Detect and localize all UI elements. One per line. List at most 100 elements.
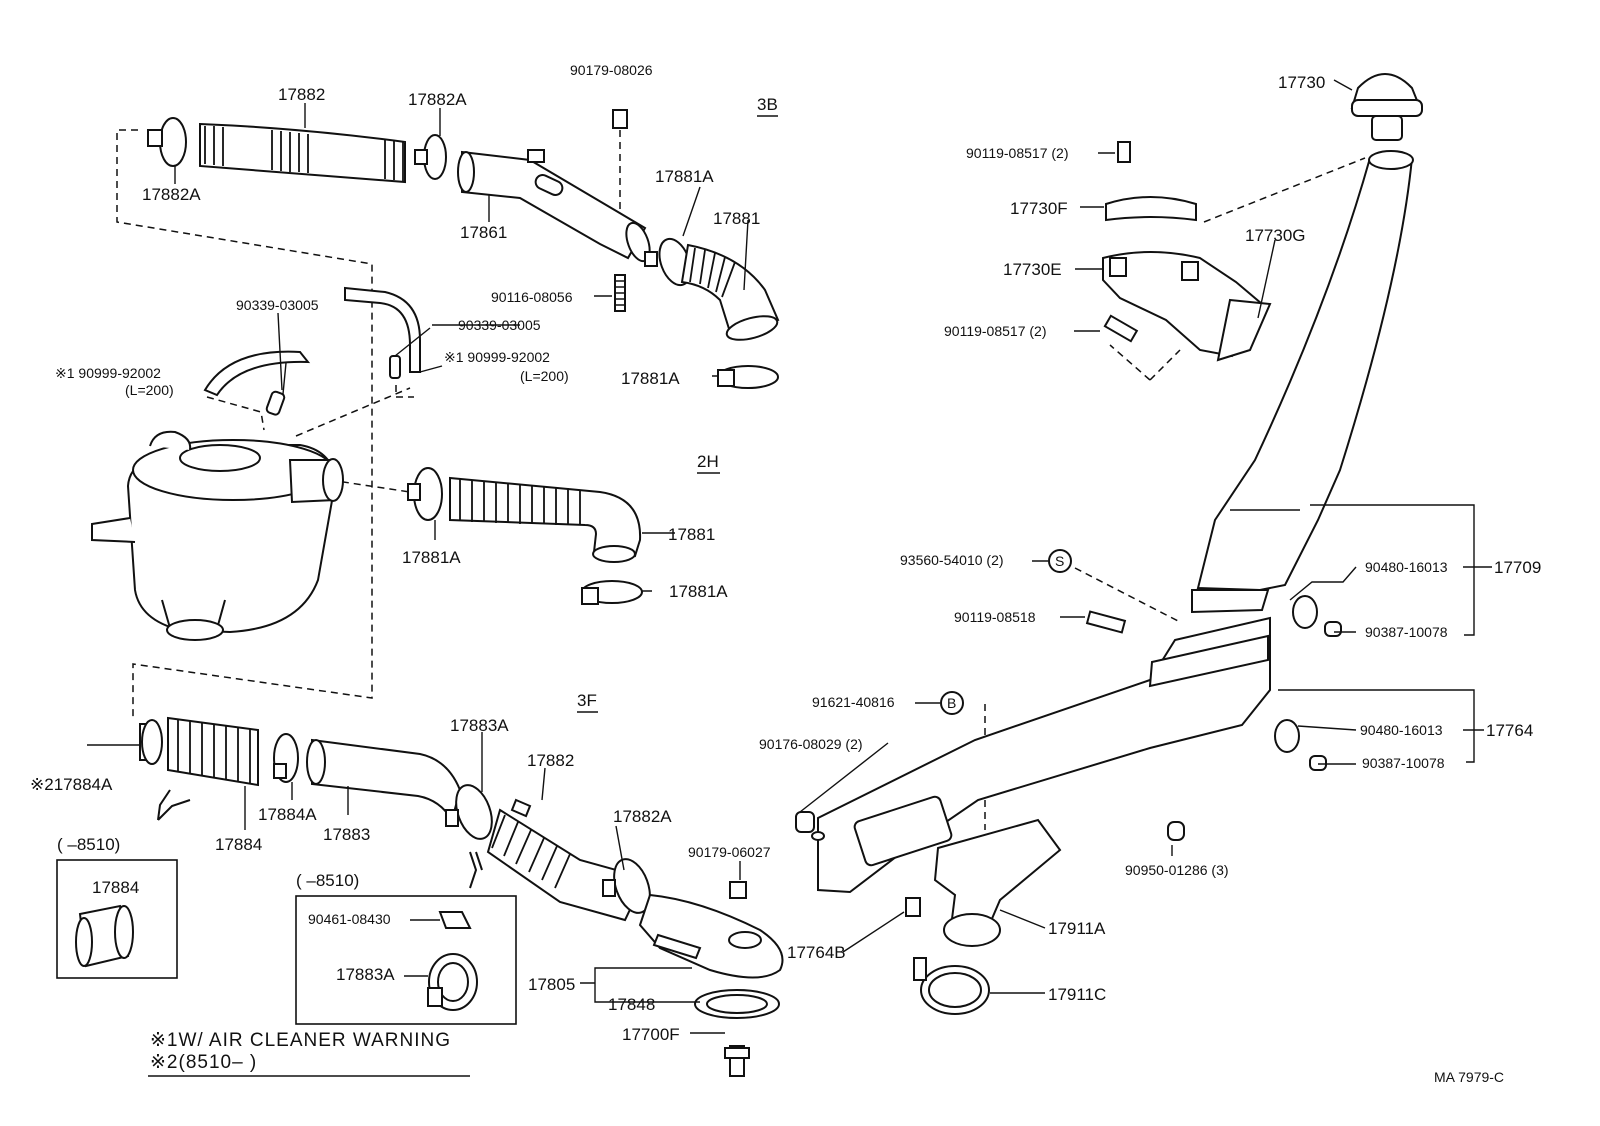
label-17882-bottom: 17882 <box>527 751 574 770</box>
label-90387-10078-a: 90387-10078 <box>1365 624 1448 640</box>
label-17884: 17884 <box>215 835 262 854</box>
tube-90339-03005-right <box>389 355 401 379</box>
elbow-17881-top <box>680 243 780 334</box>
inset2-part-17883a: 17883A <box>336 965 395 984</box>
hose-17882 <box>199 122 406 184</box>
bracket-17730e <box>1102 251 1264 358</box>
label-91621-40816: 91621-40816 <box>812 694 895 710</box>
label-17881a-clamp-top: 17881A <box>621 369 680 388</box>
bolt-90119-08518 <box>1085 610 1127 634</box>
flow-arrow-left <box>157 789 191 821</box>
hose-assembly-3f <box>139 716 784 1077</box>
clip-90950-01286 <box>1167 821 1185 841</box>
plug-90387-10078-a <box>1324 621 1342 637</box>
hose-90999-92002-left <box>203 350 311 397</box>
label-17730f: 17730F <box>1010 199 1068 218</box>
hose-assembly-2h <box>407 467 643 605</box>
label-90119-08517-top: 90119-08517 (2) <box>966 145 1068 161</box>
label-17805: 17805 <box>528 975 575 994</box>
flow-arrow-mid <box>469 851 483 889</box>
label-90950-01286: 90950-01286 (3) <box>1125 862 1229 878</box>
marker-b-icon <box>940 691 964 715</box>
label-17730: 17730 <box>1278 73 1325 92</box>
bracket-17764b <box>905 897 921 917</box>
label-93560-54010: 93560-54010 (2) <box>900 552 1004 568</box>
grommet-90480-16013-a <box>1292 595 1318 629</box>
clamp-screw <box>147 129 163 147</box>
inset2-part-90461: 90461-08430 <box>308 911 391 927</box>
label-17730e: 17730E <box>1003 260 1062 279</box>
inset-17884 <box>56 859 178 979</box>
label-17848: 17848 <box>608 995 655 1014</box>
drawing-code: MA 7979-C <box>1434 1069 1504 1085</box>
tube-90339-03005-left <box>265 390 286 416</box>
hose-17881-mid <box>449 476 642 558</box>
label-17884a-left: ※217884A <box>30 775 113 794</box>
label-90116-08056: 90116-08056 <box>491 289 573 305</box>
marker-s-icon <box>1048 549 1072 573</box>
nut-90176-08029 <box>795 811 815 833</box>
label-17709: 17709 <box>1494 558 1541 577</box>
bolt-90119-08517-mid <box>1103 314 1139 343</box>
label-90999-92002-right-length: (L=200) <box>520 368 569 384</box>
label-17881-mid: 17881 <box>668 525 715 544</box>
grommet-90480-16013-b <box>1274 719 1300 753</box>
label-90999-92002-right: ※1 90999-92002 <box>444 349 550 365</box>
label-17883a: 17883A <box>450 716 509 735</box>
clamp-17882a-left <box>159 117 187 167</box>
label-17882-top: 17882 <box>278 85 325 104</box>
label-17700f: 17700F <box>622 1025 680 1044</box>
hose-90999-92002-right <box>344 286 421 373</box>
label-90179-06027: 90179-06027 <box>688 844 771 860</box>
label-90387-10078-b: 90387-10078 <box>1362 755 1445 771</box>
section-marker-3f: 3F <box>577 691 597 710</box>
snorkel-17709 <box>1196 157 1414 592</box>
label-17882a-bottom: 17882A <box>613 807 672 826</box>
vacuum-hoses <box>203 286 443 416</box>
nut-90179-06027 <box>729 881 747 899</box>
inset1-range: ( –8510) <box>57 835 120 854</box>
inset1-part: 17884 <box>92 878 139 897</box>
label-90999-92002-left-length: (L=200) <box>125 382 174 398</box>
label-17881a-mid-right: 17881A <box>669 582 728 601</box>
label-17882a-top-left: 17882A <box>142 185 201 204</box>
label-17730g: 17730G <box>1245 226 1306 245</box>
label-17881a-mid-left: 17881A <box>402 548 461 567</box>
label-17881-top: 17881 <box>713 209 760 228</box>
bracket-17730f <box>1105 196 1197 222</box>
label-90999-92002-left: ※1 90999-92002 <box>55 365 161 381</box>
hose-assembly-3b <box>147 109 780 389</box>
label-90339-03005-right: 90339-03005 <box>458 317 541 333</box>
section-marker-2h: 2H <box>697 452 719 471</box>
bolt-90179-08026 <box>612 109 628 129</box>
label-17883: 17883 <box>323 825 370 844</box>
snorkel-assembly <box>795 73 1423 1015</box>
label-17882a-top-right: 17882A <box>408 90 467 109</box>
label-90179-08026: 90179-08026 <box>570 62 653 78</box>
elbow-17805 <box>638 893 784 979</box>
label-17881a-top: 17881A <box>655 167 714 186</box>
label-90339-03005-left: 90339-03005 <box>236 297 319 313</box>
footnote-2: ※2(8510– ) <box>150 1052 257 1073</box>
marker-s-letter: S <box>1055 553 1064 569</box>
pipe-17883 <box>311 738 462 823</box>
hose-17884 <box>167 716 259 787</box>
label-90119-08518: 90119-08518 <box>954 609 1036 625</box>
label-17884a-right: 17884A <box>258 805 317 824</box>
section-marker-3b: 3B <box>757 95 778 114</box>
plug-90387-10078-b <box>1309 755 1327 771</box>
label-17764b: 17764B <box>787 943 846 962</box>
label-17911c: 17911C <box>1048 985 1106 1004</box>
inset2-range: ( –8510) <box>296 871 359 890</box>
label-17911a: 17911A <box>1048 919 1106 938</box>
label-90480-16013-b: 90480-16013 <box>1360 722 1443 738</box>
inset-17883a <box>295 895 517 1025</box>
bracket-17730g <box>1216 298 1272 362</box>
air-cleaner-body <box>91 430 344 641</box>
label-90480-16013-a: 90480-16013 <box>1365 559 1448 575</box>
marker-b-letter: B <box>947 695 956 711</box>
label-90119-08517-mid: 90119-08517 (2) <box>944 323 1046 339</box>
pipe-17861 <box>461 150 647 260</box>
footnote-1: ※1W/ AIR CLEANER WARNING <box>150 1030 451 1051</box>
